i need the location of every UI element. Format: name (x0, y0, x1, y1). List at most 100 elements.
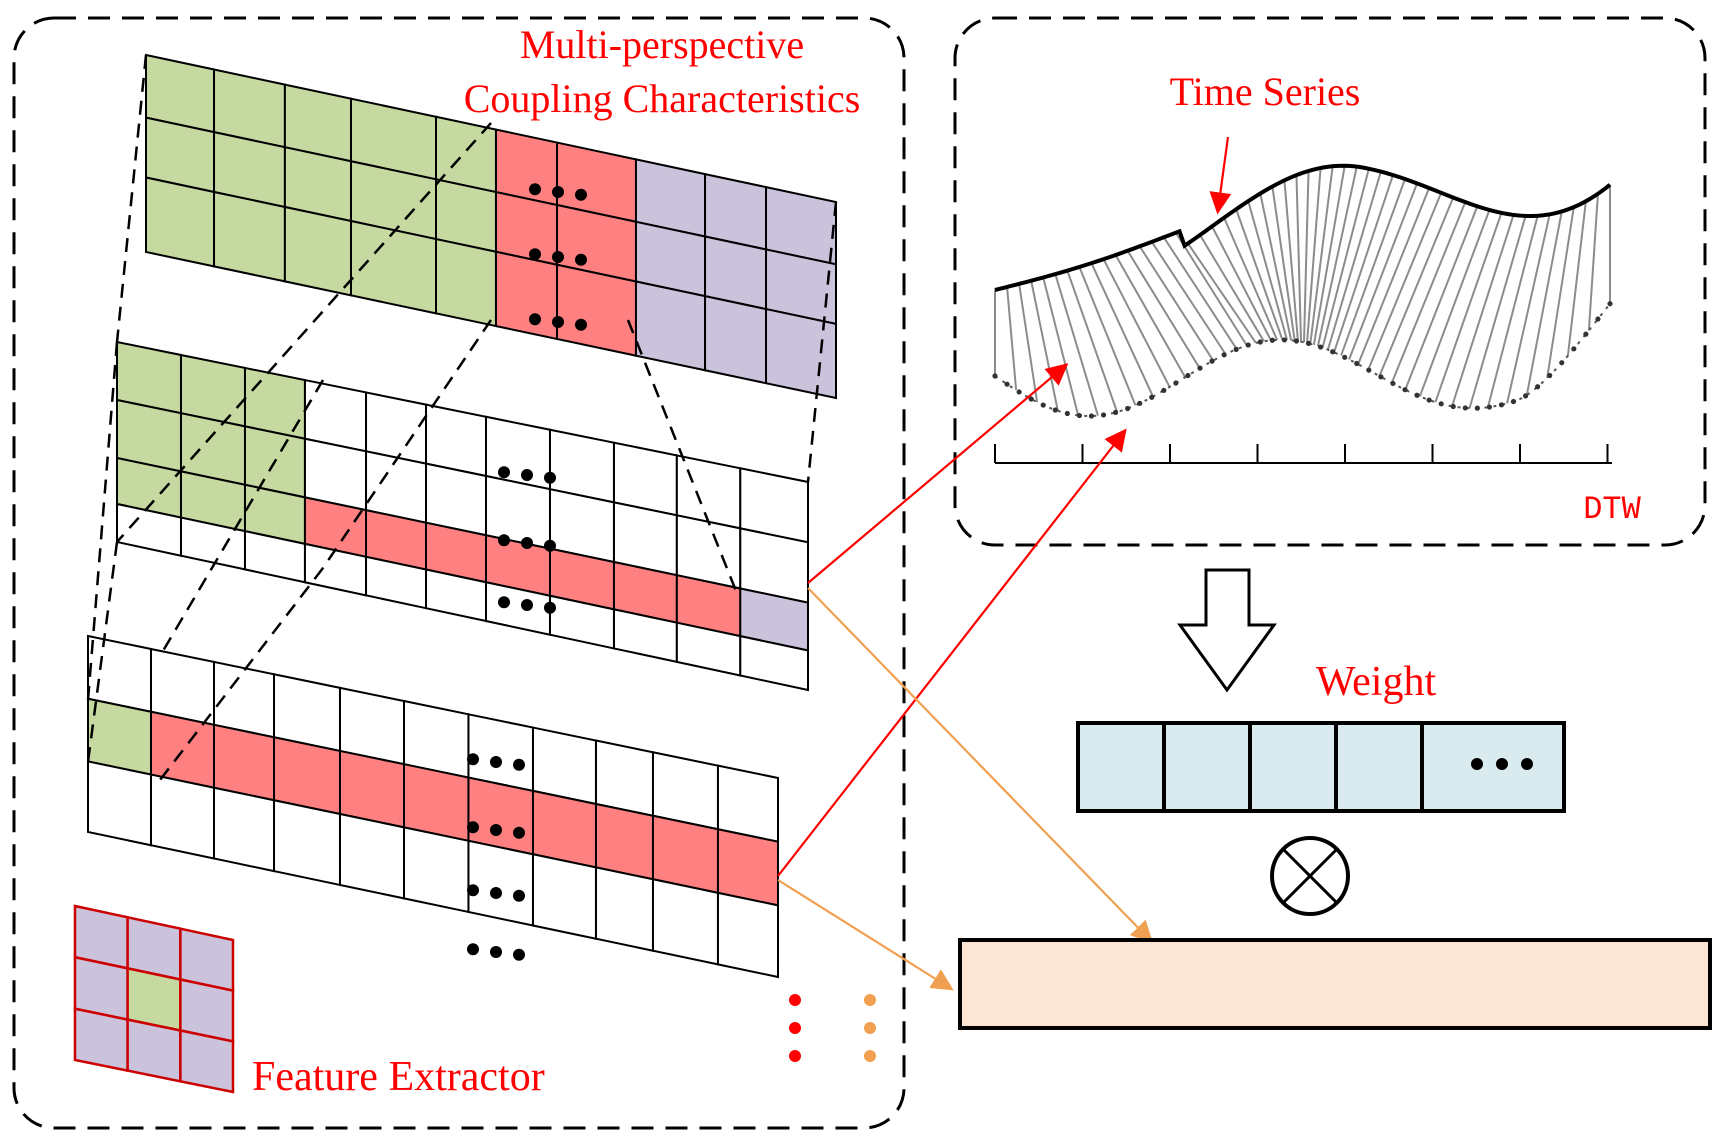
dtw-warp-link (1006, 286, 1018, 391)
time-series-point (1450, 403, 1456, 410)
projection-line (626, 319, 740, 597)
grid-cell (739, 634, 809, 692)
time-series-point (1607, 301, 1613, 307)
time-series-point (1510, 398, 1517, 405)
dtw-warp-link (1340, 178, 1406, 356)
dtw-warp-link (1587, 193, 1599, 331)
output-feature-bar (958, 938, 1712, 1030)
dtw-warp-link (1175, 232, 1248, 347)
ellipsis-dot (552, 186, 564, 198)
ellipsis-dot (521, 537, 533, 549)
time-series-point (1474, 405, 1480, 411)
connector-arrow (1209, 136, 1232, 215)
red-dot (789, 1050, 801, 1062)
time-series-point (1040, 402, 1046, 408)
ellipsis-dot (467, 753, 479, 766)
grid-cell (594, 802, 654, 881)
dtw-warp-link (1235, 208, 1284, 341)
connector-arrow (777, 428, 1127, 877)
time-series-point (1233, 346, 1239, 352)
ellipsis-dot (544, 601, 556, 614)
right-top-panel-border (953, 16, 1707, 547)
dtw-warp-link (1283, 180, 1299, 342)
ellipsis-dot (498, 466, 510, 479)
time-series-point (1378, 374, 1384, 380)
dtw-warp-link (1211, 225, 1272, 341)
dtw-warp-link (1357, 187, 1431, 365)
grid-cell (556, 263, 637, 357)
weight-ellipsis-dot (1496, 758, 1508, 770)
projection-line (86, 341, 119, 701)
time-series-point (1173, 380, 1179, 386)
multi-perspective-title-line1: Multi-perspective (520, 22, 804, 67)
ellipsis-dot (490, 946, 502, 958)
ellipsis-dot (575, 318, 587, 331)
dtw-warp-link (1030, 280, 1059, 412)
feature-extractor-label: Feature Extractor (252, 1054, 545, 1100)
time-series-point (1535, 384, 1541, 390)
orange-dot (864, 994, 876, 1006)
dtw-warp-link (1312, 165, 1346, 346)
grid-cell (283, 205, 352, 297)
ellipsis-dot (552, 316, 564, 328)
connector-arrow (807, 363, 1069, 584)
dtw-warp-link (1066, 270, 1119, 413)
grid-cell (179, 1028, 235, 1094)
coupling-layer-middle (116, 340, 809, 692)
dtw-warp-link (1378, 197, 1455, 377)
dtw-warp-link (1302, 170, 1310, 343)
grid-cell (634, 280, 707, 372)
feature-extractor-kernel (73, 904, 235, 1094)
time-series-point (1438, 401, 1444, 407)
connector-arrow (777, 879, 954, 991)
weight-cell-5 (1420, 721, 1566, 813)
time-series-point (1317, 344, 1324, 350)
dtw-warp-link (1525, 211, 1563, 396)
dtw-warp-link (1546, 206, 1575, 379)
ellipsis-dot (552, 251, 564, 263)
dtw-warp-link (1306, 167, 1322, 344)
grid-cell (149, 773, 215, 860)
grid-cell (765, 307, 837, 400)
dtw-warp-link (1309, 166, 1334, 344)
time-series-point (1257, 339, 1263, 345)
ellipsis-dot (513, 758, 525, 771)
dtw-warp-link (1295, 175, 1303, 342)
ellipsis-dot (498, 596, 510, 609)
time-series-point (1137, 400, 1143, 406)
time-series-point (1522, 393, 1529, 399)
dtw-warp-link (1114, 254, 1187, 378)
dtw-warp-link (1102, 258, 1171, 388)
grid-cell (145, 176, 216, 268)
time-series-point (1414, 392, 1420, 398)
ellipsis-dot (529, 183, 541, 196)
grid-cell (403, 826, 470, 914)
coupling-layer-bottom (87, 634, 779, 979)
time-series-point (1498, 402, 1505, 408)
ellipsis-dot (513, 948, 525, 961)
time-series-label: Time Series (1170, 69, 1361, 114)
time-series-point (1161, 387, 1167, 393)
time-series-point (1052, 407, 1058, 413)
ellipsis-dot (513, 889, 525, 902)
time-series-point (1281, 337, 1288, 343)
dtw-warp-link (1321, 168, 1370, 348)
ellipsis-dot (467, 943, 479, 956)
dtw-warp-link (1271, 186, 1296, 341)
projection-line (158, 379, 325, 657)
dtw-warp-link (1348, 183, 1418, 360)
projection-line (321, 319, 493, 569)
dtw-warp-link (1418, 209, 1491, 397)
dtw-warp-link (1326, 171, 1382, 351)
red-dot (789, 1022, 801, 1034)
time-series-point (1486, 404, 1493, 410)
ellipsis-marks (467, 183, 587, 961)
ellipsis-dot (575, 188, 587, 201)
weight-cell-2 (1162, 721, 1252, 813)
connector-arrow (807, 587, 1154, 944)
grid-cell (467, 839, 534, 927)
weight-cell-1 (1076, 721, 1166, 813)
grid-cell (704, 294, 768, 385)
dtw-warp-link (1486, 215, 1539, 408)
